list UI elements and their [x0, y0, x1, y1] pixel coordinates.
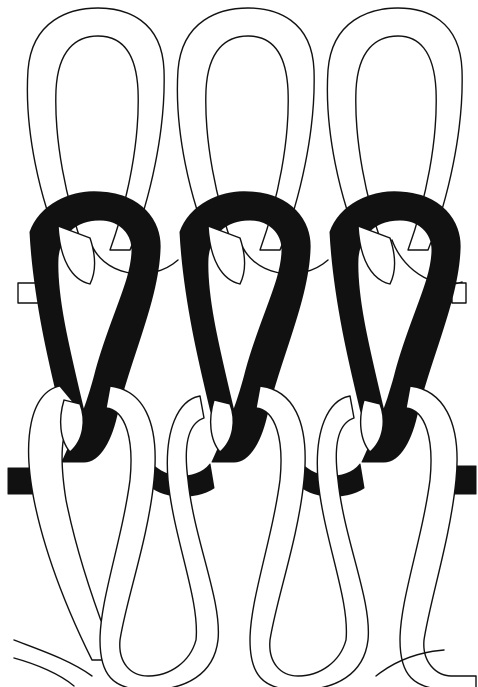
bottom-left-sweep-2	[14, 658, 74, 686]
crossing-top-2	[208, 226, 245, 284]
bottom-white-loop-2	[250, 386, 368, 687]
bottom-white-loop-1b	[100, 386, 218, 687]
bottom-left-sweep	[14, 640, 92, 676]
crossing-top-3	[358, 226, 395, 284]
crossing-top-1	[58, 226, 95, 284]
